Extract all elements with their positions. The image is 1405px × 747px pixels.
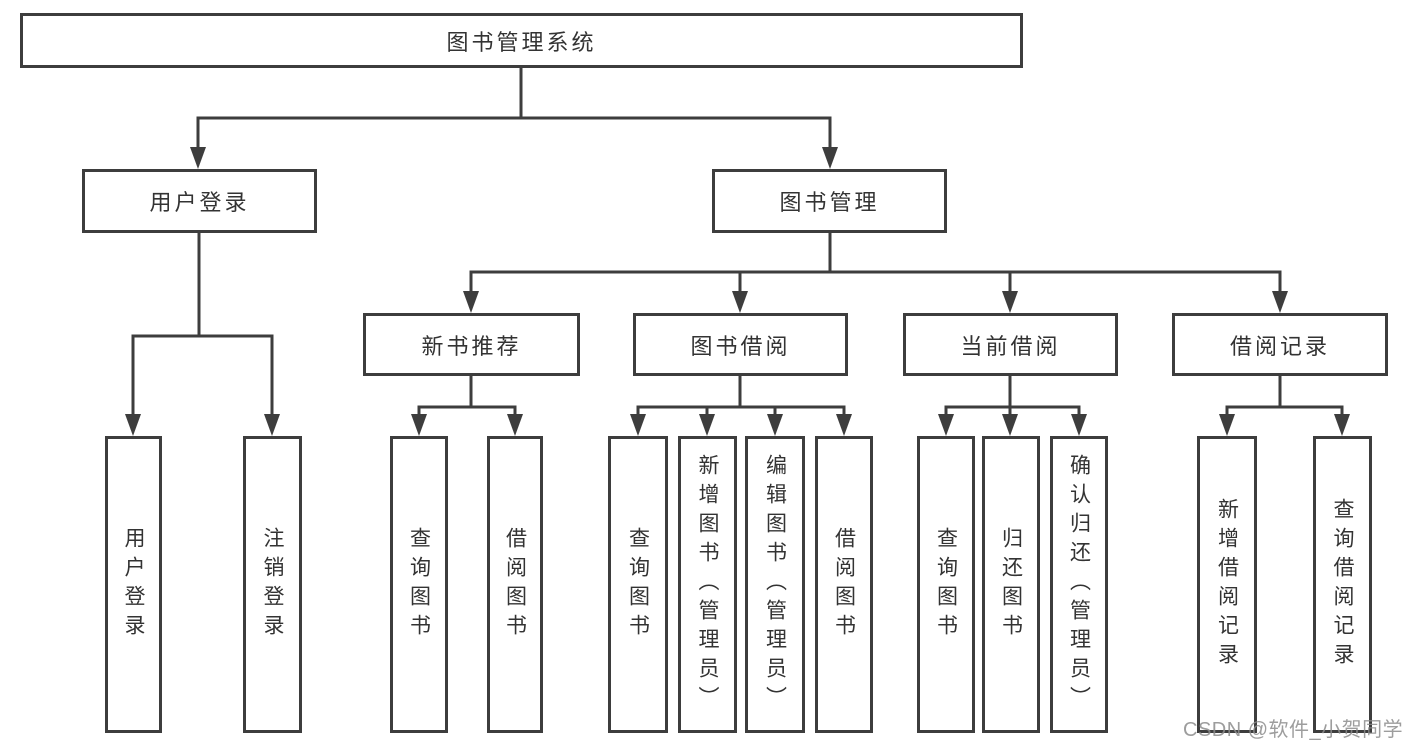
leaf-borrow-books-recommend: 借阅图书 (487, 436, 543, 733)
leaf-query-books-recommend: 查询图书 (390, 436, 448, 733)
node-root: 图书管理系统 (20, 13, 1023, 68)
leaf-return-books: 归还图书 (982, 436, 1040, 733)
leaf-add-books-admin: 新增图书（管理员） (678, 436, 737, 733)
leaf-logout: 注销登录 (243, 436, 302, 733)
node-book-management: 图书管理 (712, 169, 947, 233)
node-new-book-recommend: 新书推荐 (363, 313, 580, 376)
node-user-login: 用户登录 (82, 169, 317, 233)
node-book-borrow: 图书借阅 (633, 313, 848, 376)
watermark: CSDN @软件_小贺同学 (1183, 719, 1404, 741)
leaf-query-borrow-record: 查询借阅记录 (1313, 436, 1372, 733)
leaf-add-borrow-record: 新增借阅记录 (1197, 436, 1257, 733)
leaf-confirm-return-admin: 确认归还（管理员） (1050, 436, 1108, 733)
leaf-borrow-books: 借阅图书 (815, 436, 873, 733)
leaf-query-books-borrow: 查询图书 (608, 436, 668, 733)
leaf-query-books-current: 查询图书 (917, 436, 975, 733)
leaf-user-login: 用户登录 (105, 436, 162, 733)
node-current-borrow: 当前借阅 (903, 313, 1118, 376)
node-borrow-records: 借阅记录 (1172, 313, 1388, 376)
leaf-edit-books-admin: 编辑图书（管理员） (745, 436, 805, 733)
